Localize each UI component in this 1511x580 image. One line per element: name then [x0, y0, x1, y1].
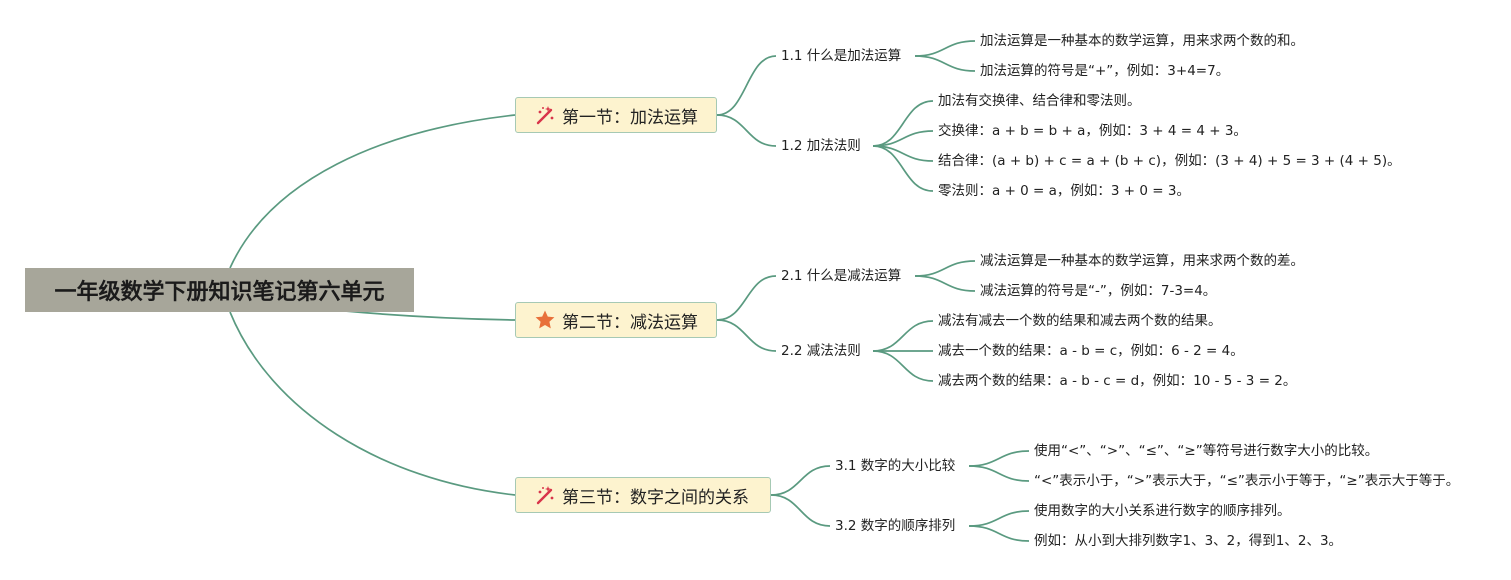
leaf-note[interactable]: 加法运算是一种基本的数学运算，用来求两个数的和。	[980, 33, 1304, 49]
root-title: 一年级数学下册知识笔记第六单元	[54, 280, 385, 305]
root-topic[interactable]: 一年级数学下册知识笔记第六单元	[25, 268, 414, 312]
magic-wand-icon	[534, 484, 556, 506]
subtopic-1-to-leaf-1-line	[914, 40, 976, 57]
subtopic-3-to-leaf-1-line	[914, 260, 976, 277]
subtopic-2-to-leaf-1-line	[872, 100, 934, 147]
leaf-note[interactable]: 零法则：a + 0 = a，例如：3 + 0 = 3。	[938, 183, 1190, 199]
section-3-to-subtopic-2-line	[770, 494, 831, 527]
leaf-note[interactable]: “<”表示小于，“>”表示大于，“≤”表示小于等于，“≥”表示大于等于。	[1034, 473, 1460, 489]
section-label: 第一节：加法运算	[562, 107, 698, 128]
leaf-note[interactable]: 例如：从小到大排列数字1、3、2，得到1、2、3。	[1034, 533, 1343, 549]
subtopic-5-to-leaf-2-line	[968, 465, 1030, 482]
subtopic-6-to-leaf-2-line	[968, 525, 1030, 542]
magic-wand-icon	[534, 104, 556, 126]
leaf-note[interactable]: 减法有减去一个数的结果和减去两个数的结果。	[938, 313, 1222, 329]
leaf-note[interactable]: 使用数字的大小关系进行数字的顺序排列。	[1034, 503, 1291, 519]
leaf-note[interactable]: 结合律：(a + b) + c = a + (b + c)，例如：(3 + 4)…	[938, 153, 1401, 169]
leaf-note[interactable]: 交换律：a + b = b + a，例如：3 + 4 = 4 + 3。	[938, 123, 1247, 139]
subtopic-1-1[interactable]: 1.1 什么是加法运算	[781, 48, 902, 64]
subtopic-3-2[interactable]: 3.2 数字的顺序排列	[835, 518, 956, 534]
leaf-note[interactable]: 减去一个数的结果：a - b = c，例如：6 - 2 = 4。	[938, 343, 1244, 359]
leaf-note[interactable]: 加法运算的符号是“+”，例如：3+4=7。	[980, 63, 1230, 79]
star-icon	[534, 309, 556, 331]
subtopic-2-2[interactable]: 2.2 减法法则	[781, 343, 861, 359]
subtopic-4-to-leaf-1-line	[872, 320, 934, 352]
subtopic-3-1[interactable]: 3.1 数字的大小比较	[835, 458, 956, 474]
section-topic-3[interactable]: 第三节：数字之间的关系	[515, 477, 771, 513]
section-3-to-subtopic-1-line	[770, 465, 831, 496]
subtopic-4-to-leaf-3-line	[872, 350, 934, 382]
subtopic-1-to-leaf-2-line	[914, 55, 976, 72]
section-label: 第二节：减法运算	[562, 312, 698, 333]
section-2-to-subtopic-2-line	[716, 319, 777, 352]
section-label: 第三节：数字之间的关系	[562, 487, 749, 508]
section-1-to-subtopic-2-line	[716, 114, 777, 147]
subtopic-2-1[interactable]: 2.1 什么是减法运算	[781, 268, 902, 284]
leaf-note[interactable]: 减法运算是一种基本的数学运算，用来求两个数的差。	[980, 253, 1304, 269]
section-topic-2[interactable]: 第二节：减法运算	[515, 302, 717, 338]
leaf-note[interactable]: 使用“<”、“>”、“≤”、“≥”等符号进行数字大小的比较。	[1034, 443, 1379, 459]
root-to-section-3-line	[229, 311, 516, 496]
section-topic-1[interactable]: 第一节：加法运算	[515, 97, 717, 133]
subtopic-2-to-leaf-4-line	[872, 145, 934, 192]
subtopic-1-2[interactable]: 1.2 加法法则	[781, 138, 861, 154]
subtopic-6-to-leaf-1-line	[968, 510, 1030, 527]
subtopic-3-to-leaf-2-line	[914, 275, 976, 292]
leaf-note[interactable]: 减法运算的符号是“-”，例如：7-3=4。	[980, 283, 1217, 299]
section-1-to-subtopic-1-line	[716, 55, 777, 116]
leaf-note[interactable]: 减去两个数的结果：a - b - c = d，例如：10 - 5 - 3 = 2…	[938, 373, 1297, 389]
subtopic-5-to-leaf-1-line	[968, 450, 1030, 467]
root-to-section-2-line	[344, 310, 516, 321]
section-2-to-subtopic-1-line	[716, 275, 777, 321]
leaf-note[interactable]: 加法有交换律、结合律和零法则。	[938, 93, 1141, 109]
root-to-section-1-line	[229, 114, 516, 269]
